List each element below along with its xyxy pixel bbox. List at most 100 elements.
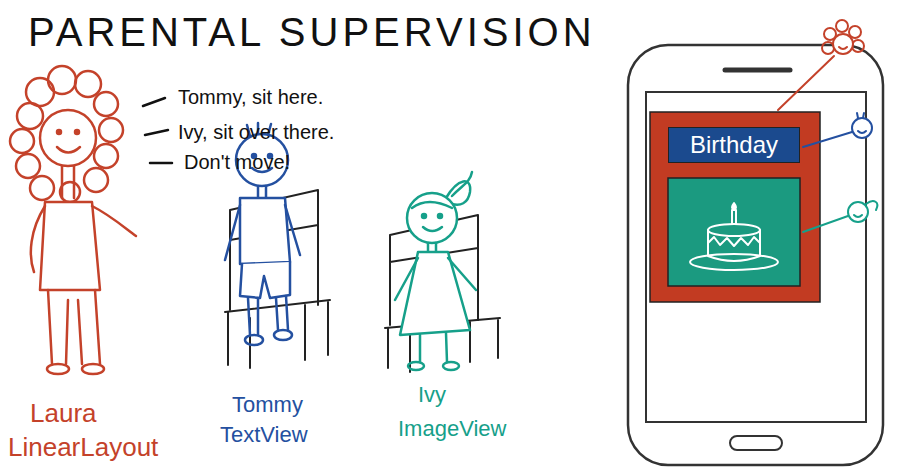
- laura-figure-part: [57, 147, 80, 153]
- laura-face-part: [836, 20, 848, 32]
- laura-figure-part: [48, 66, 76, 94]
- laura-face-part: [833, 34, 853, 54]
- class-name: LinearLayout: [8, 432, 158, 462]
- ivy-figure: [395, 172, 476, 370]
- speech-line: Don't move!: [184, 151, 290, 173]
- laura-figure-part: [92, 206, 136, 236]
- laura-figure-part: [99, 118, 123, 142]
- label-holder: TextView: [220, 422, 308, 448]
- laura-face: [778, 20, 864, 110]
- label-holder: Ivy, sit over there.: [178, 121, 334, 144]
- text-view-box: Birthday: [668, 127, 800, 163]
- ivy-figure-part: [452, 172, 472, 196]
- speech-line: Tommy, sit here.: [178, 86, 323, 108]
- laura-figure-part: [31, 206, 45, 272]
- tommy-figure-part: [258, 186, 266, 198]
- label-holder: Ivy: [418, 382, 446, 408]
- label-holder: Laura: [30, 398, 97, 429]
- screen-layout: [650, 112, 820, 302]
- tommy-figure-part: [245, 335, 263, 345]
- cake-icon-part: [732, 210, 736, 224]
- laura-figure: [10, 66, 136, 374]
- laura-figure-part: [62, 166, 74, 198]
- mini-faces: [778, 20, 877, 232]
- label-holder: Tommy, sit here.: [178, 86, 323, 109]
- label-holder: Tommy: [232, 392, 303, 418]
- speech-dashes-part: [150, 162, 172, 165]
- laura-figure-part: [16, 154, 40, 178]
- class-name: TextView: [220, 422, 308, 447]
- tommy-face: [803, 113, 872, 147]
- laura-face-part: [778, 56, 834, 110]
- speech-dashes: [143, 98, 172, 163]
- laura-figure-part: [84, 168, 108, 192]
- ivy-figure-part: [438, 214, 442, 218]
- character-name: Ivy: [418, 382, 446, 407]
- ivy-face-part: [803, 216, 848, 232]
- laura-figure-part: [57, 130, 61, 134]
- ivy-figure-part: [408, 362, 424, 370]
- tommy-face-part: [857, 113, 864, 118]
- cake-icon-part: [708, 237, 760, 246]
- phone-part: [646, 92, 866, 422]
- screen-layout-part: [650, 112, 820, 302]
- tommy-figure-part: [274, 330, 292, 340]
- phone-part: [725, 68, 790, 73]
- laura-figure-part: [17, 103, 43, 129]
- laura-figure-part: [94, 92, 118, 116]
- laura-figure-part: [40, 110, 96, 166]
- tommy-face-part: [858, 131, 866, 133]
- ivy-figure-part: [395, 258, 476, 300]
- laura-figure-part: [10, 129, 34, 153]
- speech-line: Ivy, sit over there.: [178, 121, 334, 143]
- cake-icon-part: [708, 224, 760, 236]
- laura-figure-part: [94, 144, 118, 168]
- tommy-figure-part: [240, 262, 290, 298]
- laura-face-part: [839, 47, 847, 49]
- ivy-figure-part: [407, 193, 457, 243]
- ivy-figure-part: [420, 333, 447, 362]
- tommy-chair-part: [230, 190, 318, 310]
- speech-dashes-part: [145, 130, 168, 135]
- laura-figure-part: [48, 290, 100, 364]
- label-holder: LinearLayout: [8, 432, 158, 463]
- ivy-figure-part: [412, 202, 452, 208]
- phone-part: [730, 436, 782, 450]
- ivy-face-part: [848, 202, 868, 222]
- ivy-face: [803, 201, 877, 232]
- ivy-figure-part: [400, 252, 470, 335]
- tommy-chair: [225, 190, 330, 368]
- ivy-figure-part: [423, 227, 442, 231]
- tommy-face-part: [803, 132, 852, 147]
- character-name: Tommy: [232, 392, 303, 417]
- ivy-face-part: [854, 215, 862, 217]
- laura-figure-part: [47, 364, 69, 374]
- ivy-figure-part: [428, 243, 436, 252]
- laura-figure-part: [40, 202, 100, 290]
- phone: [628, 45, 883, 465]
- ivy-figure-part: [422, 214, 426, 218]
- phone-part: [628, 45, 883, 465]
- cake-icon-part: [732, 203, 736, 210]
- speech-dashes-part: [143, 98, 165, 106]
- tommy-face-part: [852, 118, 872, 138]
- screen-layout-part: [668, 178, 800, 286]
- label-holder: ImageView: [398, 416, 506, 442]
- cake-icon: [690, 203, 778, 270]
- cake-icon-part: [708, 230, 760, 261]
- tommy-figure-part: [240, 198, 290, 264]
- label-holder: Don't move!: [184, 151, 290, 174]
- character-name: Laura: [30, 398, 97, 428]
- tommy-figure-part: [225, 205, 300, 260]
- laura-figure-part: [75, 71, 101, 97]
- laura-figure-part: [75, 130, 79, 134]
- node-text: Birthday: [690, 131, 778, 159]
- class-name: ImageView: [398, 416, 506, 441]
- title: PARENTAL SUPERVISION: [28, 10, 596, 54]
- title-block: PARENTAL SUPERVISION: [28, 10, 596, 55]
- ivy-figure-part: [443, 362, 459, 370]
- laura-figure-part: [82, 364, 104, 374]
